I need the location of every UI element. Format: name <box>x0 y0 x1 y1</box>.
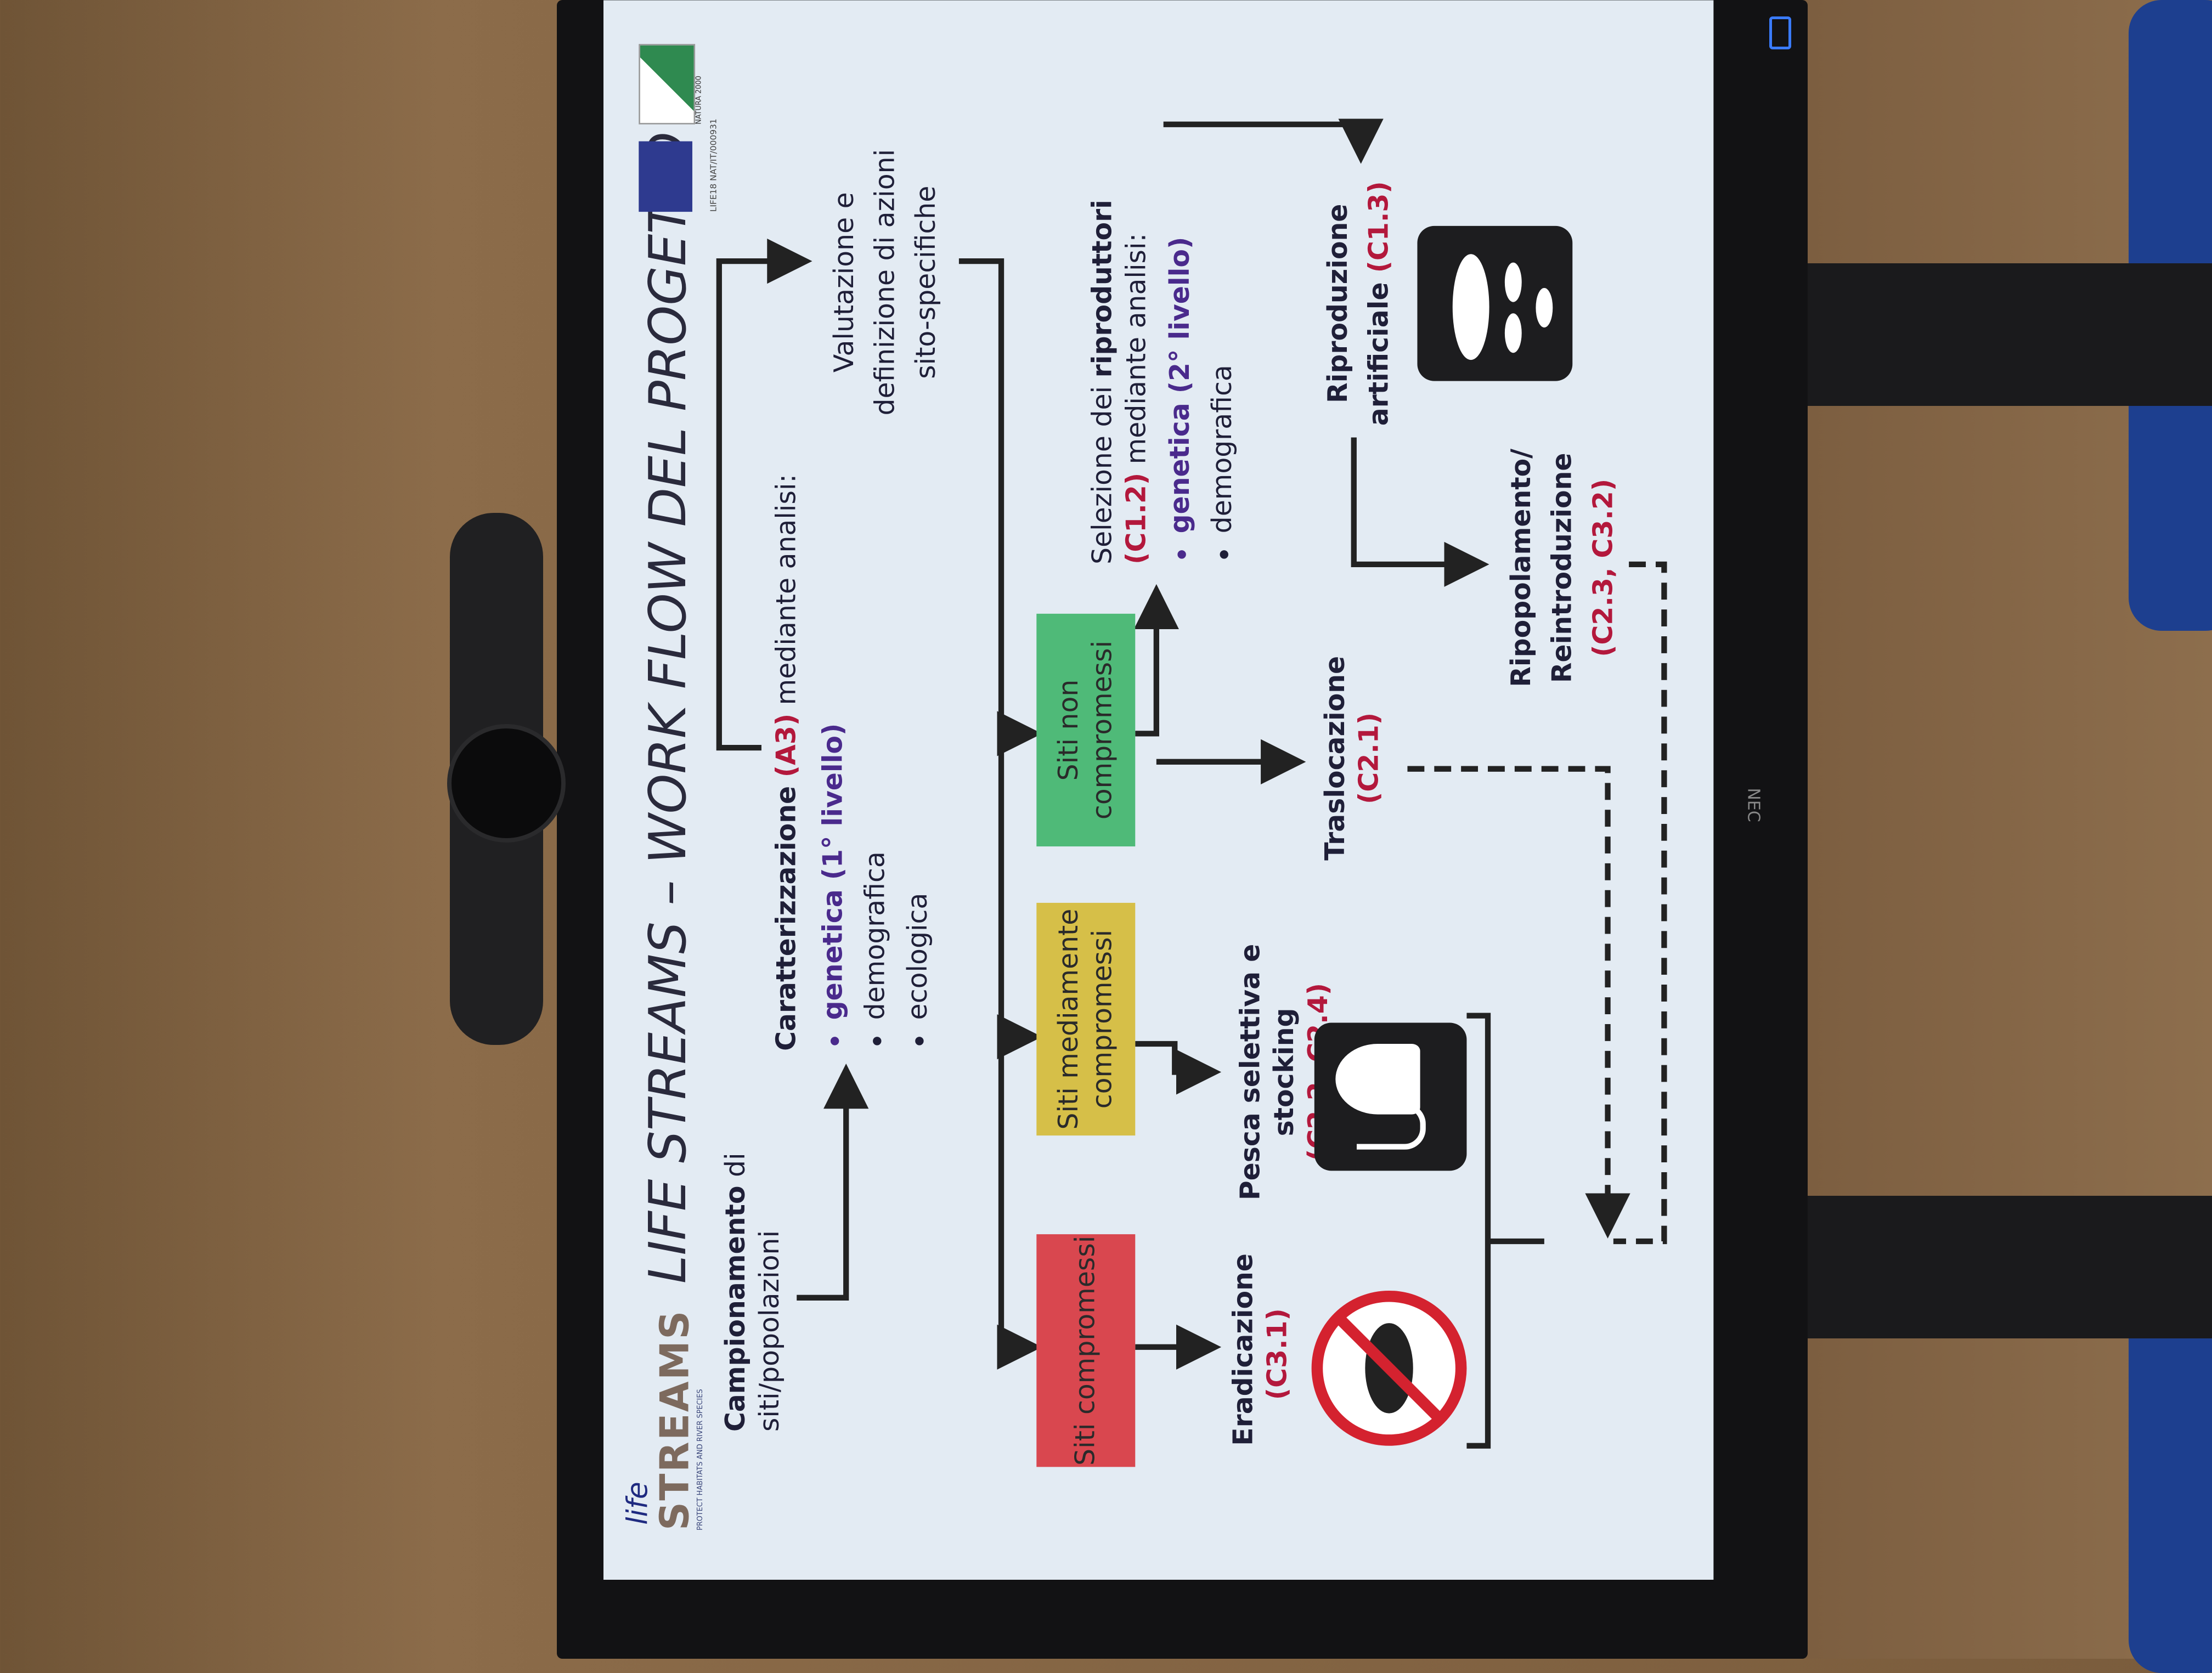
step-restocking: Ripopolamento/ Reintroduzione(C2.3, C3.2… <box>1506 448 1620 687</box>
slide-title: LIFE STREAMS – WORK FLOW DEL PROGETTO <box>640 132 698 1284</box>
natura2000-icon <box>639 44 696 125</box>
eu-flag-icon <box>639 141 692 212</box>
step-sampling: Campionamento di siti/popolazioni <box>720 1152 786 1432</box>
step-evaluation: Valutazione e definizione di azioni sito… <box>829 149 943 416</box>
step-eradication: Eradicazione(C3.1) <box>1228 1253 1294 1446</box>
webcam-lens <box>447 724 566 843</box>
monitor-stand <box>1805 263 2212 406</box>
step-selection: Selezione dei riproduttori (C1.2) median… <box>1086 155 1244 564</box>
box-medium-compromised-sites: Siti mediamente compromessi <box>1036 902 1136 1136</box>
box-non-compromised-sites: Siti non compromessi <box>1036 613 1136 847</box>
no-fish-icon <box>1311 1290 1467 1446</box>
box-compromised-sites: Siti compromessi <box>1036 1234 1136 1467</box>
eu-natura-logos: NATURA 2000 LIFE18 NAT/IT/000931 <box>639 29 744 212</box>
power-led-icon <box>1769 16 1791 49</box>
step-characterization: Caratterizzazione (A3) mediante analisi:… <box>770 444 939 1051</box>
fish-group-icon <box>1417 225 1573 381</box>
monitor-brand: NEC <box>1743 788 1763 822</box>
fishing-hook-icon <box>1314 1022 1467 1171</box>
chair <box>2129 1289 2212 1673</box>
slide: LIFE STREAMS – WORK FLOW DEL PROGETTO li… <box>603 0 1714 1580</box>
monitor-stand <box>1805 1196 2212 1338</box>
step-translocation: Traslocazione(C2.1) <box>1320 655 1385 861</box>
flow-arrows <box>716 118 1667 1449</box>
life-streams-logo: life STREAMS PROTECT HABITATS AND RIVER … <box>620 1309 706 1531</box>
step-reproduction: Riproduzione artificiale (C1.3) <box>1323 181 1395 426</box>
